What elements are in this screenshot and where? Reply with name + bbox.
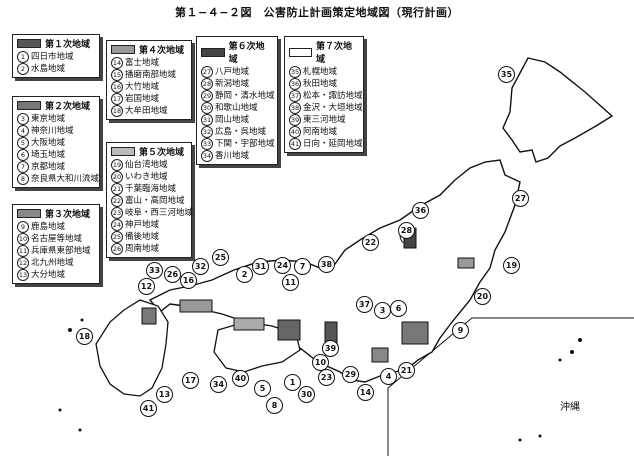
map-label: 34 <box>210 376 227 393</box>
map-label: 18 <box>76 328 93 345</box>
map-label: 28 <box>398 222 415 239</box>
map-label: 30 <box>298 386 315 403</box>
map-label: 9 <box>452 322 469 339</box>
map-label: 33 <box>146 262 163 279</box>
map-label: 3 <box>374 302 391 319</box>
legend-swatch <box>17 39 41 48</box>
map-label: 16 <box>180 272 197 289</box>
legend-swatch <box>17 101 41 110</box>
map-label: 17 <box>182 372 199 389</box>
map-label: 13 <box>156 386 173 403</box>
map-label: 37 <box>356 296 373 313</box>
map-label: 11 <box>282 274 299 291</box>
map-label: 41 <box>140 400 157 417</box>
map-label: 39 <box>322 340 339 357</box>
map-label: 5 <box>254 380 271 397</box>
map-label: 38 <box>318 256 335 273</box>
legend-swatch <box>289 47 313 57</box>
map-label: 4 <box>380 368 397 385</box>
map-label: 35 <box>498 66 515 83</box>
map-label: 26 <box>164 266 181 283</box>
legend-swatch <box>17 209 41 218</box>
map-label: 2 <box>236 266 253 283</box>
map-label: 25 <box>212 249 229 266</box>
map-label: 6 <box>390 300 407 317</box>
kyushu-outline <box>95 299 169 397</box>
map-label: 12 <box>138 278 155 295</box>
map-label: 27 <box>512 190 529 207</box>
map-label: 40 <box>232 370 249 387</box>
map-label: 31 <box>252 258 269 275</box>
map-label: 29 <box>342 366 359 383</box>
hokkaido-outline <box>502 57 614 163</box>
map-label: 24 <box>274 257 291 274</box>
map-label: 23 <box>318 369 335 386</box>
map-label: 8 <box>266 397 283 414</box>
map-label: 22 <box>362 234 379 251</box>
map-label: 32 <box>192 258 209 275</box>
map-label: 19 <box>503 257 520 274</box>
map-label: 14 <box>357 384 374 401</box>
legend-swatch <box>111 147 135 156</box>
okinawa-label: 沖縄 <box>560 402 580 413</box>
map-label: 20 <box>474 288 491 305</box>
legend-swatch <box>201 47 225 57</box>
map-label: 10 <box>312 354 329 371</box>
map-label: 21 <box>398 362 415 379</box>
map-label: 7 <box>294 258 311 275</box>
map-label: 36 <box>412 202 429 219</box>
map-label: 1 <box>284 374 301 391</box>
page-title: 第１−４−２図 公害防止計画策定地域図（現行計画） <box>175 6 459 19</box>
legend-swatch <box>111 45 135 54</box>
